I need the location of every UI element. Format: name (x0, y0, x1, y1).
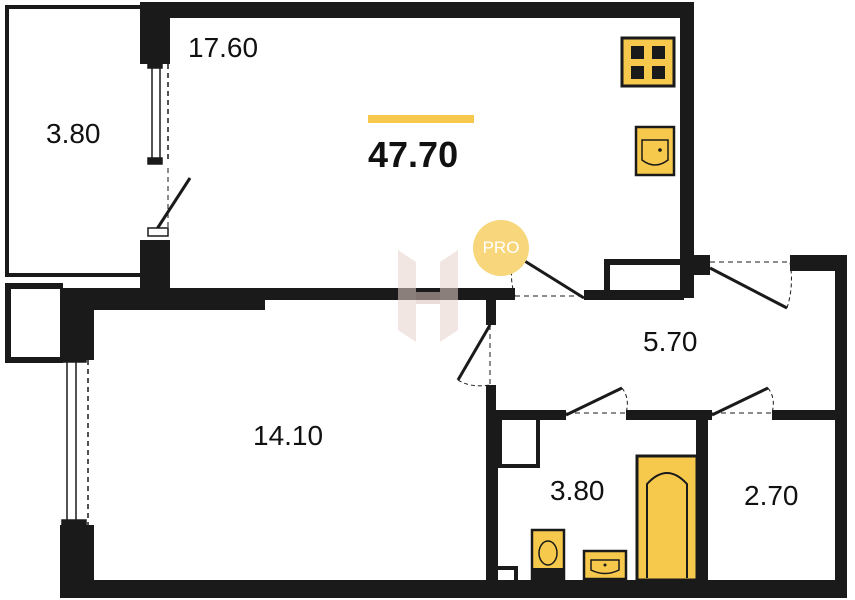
doors (147, 168, 792, 417)
toilet (530, 528, 566, 582)
pro-badge: PRO (473, 220, 529, 276)
total-area-accent-bar (368, 115, 474, 123)
bathroom-sink (582, 549, 628, 581)
total-area: 47.70 (368, 134, 459, 175)
room-area-balcony: 3.80 (46, 118, 101, 149)
kitchen-sink (634, 125, 676, 177)
walls (5, 2, 847, 598)
pro-badge-label: PRO (482, 238, 520, 257)
kitchen-stove (620, 36, 676, 88)
bathtub (635, 454, 699, 582)
watermark-logo (398, 250, 458, 342)
room-area-bathroom: 3.80 (550, 475, 605, 506)
room-area-wc: 2.70 (744, 480, 799, 511)
room-area-living-kitchen: 17.60 (188, 32, 259, 63)
room-area-hallway: 5.70 (643, 326, 698, 357)
room-area-bedroom: 14.10 (253, 420, 324, 451)
windows (61, 61, 169, 527)
